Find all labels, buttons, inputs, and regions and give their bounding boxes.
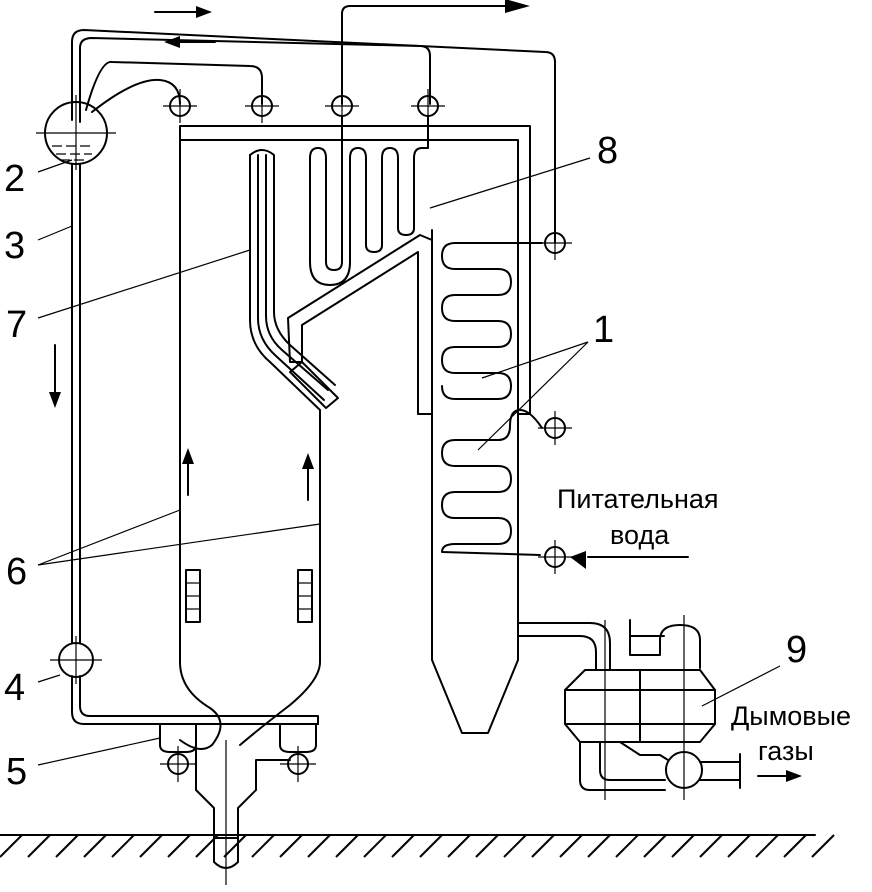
ground-hatch-stroke bbox=[83, 834, 107, 858]
ground-hatch-stroke bbox=[391, 834, 415, 858]
flue-gas-label-line2: газы bbox=[758, 736, 814, 766]
leader-lines bbox=[37, 157, 781, 766]
ground-hatch-stroke bbox=[559, 834, 583, 858]
ground-hatch-stroke bbox=[447, 834, 471, 858]
ground-hatch-stroke bbox=[727, 834, 751, 858]
ground-hatch-stroke bbox=[783, 834, 807, 858]
superheater-coils bbox=[309, 115, 429, 286]
component-labels: 1 2 3 4 5 6 7 8 9 bbox=[4, 130, 807, 793]
flow-arrows-top bbox=[154, 0, 530, 48]
ground-hatch-stroke bbox=[139, 834, 163, 858]
ground-hatch-stroke bbox=[419, 834, 443, 858]
boiler-drum bbox=[36, 95, 116, 170]
ground-hatch-stroke bbox=[223, 834, 247, 858]
ground-hatch-stroke bbox=[279, 834, 303, 858]
top-headers bbox=[163, 89, 445, 123]
ground bbox=[0, 834, 835, 858]
ground-hatch-stroke bbox=[0, 834, 23, 858]
ground-hatch-stroke bbox=[27, 834, 51, 858]
ground-hatch-stroke bbox=[531, 834, 555, 858]
label-9: 9 bbox=[786, 629, 807, 671]
ground-hatch-stroke bbox=[587, 834, 611, 858]
ground-hatch-stroke bbox=[475, 834, 499, 858]
drum-outlet-pipes bbox=[71, 5, 556, 244]
lower-collector bbox=[50, 636, 319, 725]
ground-hatch-stroke bbox=[503, 834, 527, 858]
ground-hatch-stroke bbox=[615, 834, 639, 858]
label-8: 8 bbox=[597, 130, 618, 172]
downcomer-pipe bbox=[49, 164, 81, 644]
label-5: 5 bbox=[6, 751, 27, 793]
feed-water-label-line2: вода bbox=[610, 520, 670, 550]
ground-hatch-stroke bbox=[307, 834, 331, 858]
ground-hatch-stroke bbox=[363, 834, 387, 858]
ground-hatch-stroke bbox=[699, 834, 723, 858]
ground-hatch-stroke bbox=[251, 834, 275, 858]
ground-hatch-stroke bbox=[167, 834, 191, 858]
flue-gas-label-line1: Дымовые bbox=[731, 701, 851, 731]
ground-hatch-stroke bbox=[755, 834, 779, 858]
ground-hatch-stroke bbox=[335, 834, 359, 858]
economizer-coils bbox=[431, 226, 689, 734]
text-labels: Питательная вода Дымовые газы bbox=[557, 484, 851, 766]
ground-hatch-stroke bbox=[643, 834, 667, 858]
label-3: 3 bbox=[4, 225, 25, 267]
label-2: 2 bbox=[4, 158, 25, 200]
ash-collector bbox=[517, 615, 802, 800]
label-4: 4 bbox=[4, 667, 25, 709]
ground-hatch-stroke bbox=[111, 834, 135, 858]
ground-hatch-stroke bbox=[671, 834, 695, 858]
feed-water-label-line1: Питательная bbox=[557, 484, 719, 514]
ground-hatch-stroke bbox=[55, 834, 79, 858]
label-6: 6 bbox=[6, 551, 27, 593]
furnace-waterwalls bbox=[179, 139, 336, 750]
ground-hatch-stroke bbox=[811, 834, 835, 858]
label-1: 1 bbox=[593, 309, 614, 351]
bottom-collectors bbox=[159, 723, 317, 885]
label-7: 7 bbox=[6, 304, 27, 346]
